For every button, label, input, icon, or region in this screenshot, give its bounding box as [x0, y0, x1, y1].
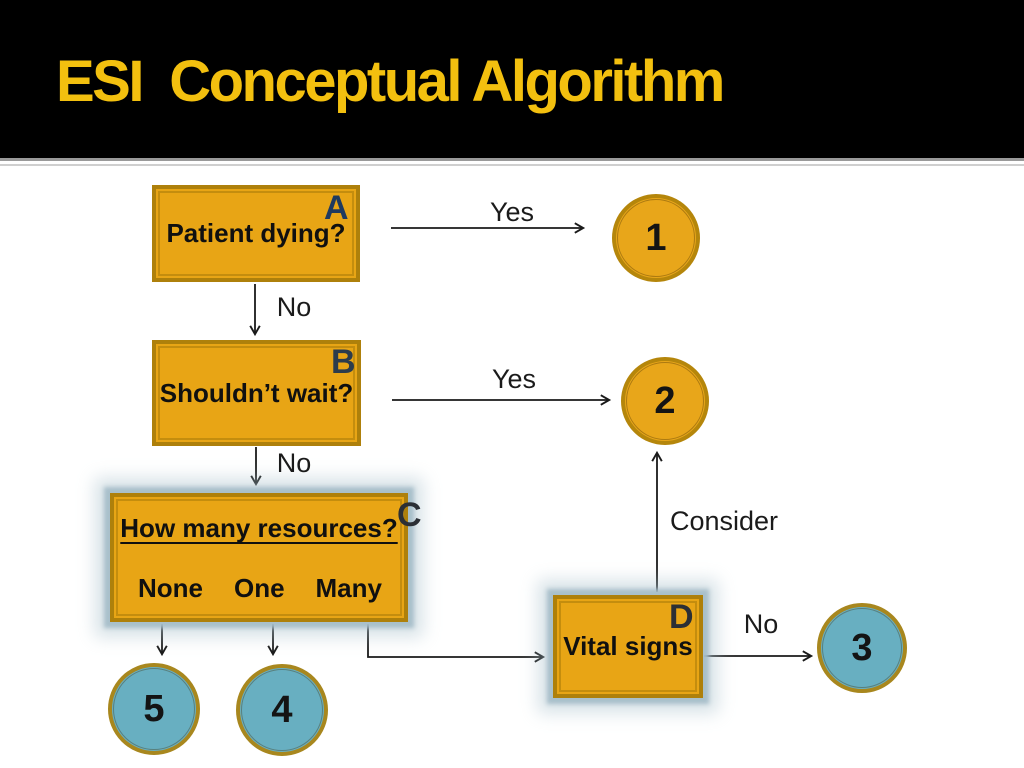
box-c-letter: C: [397, 496, 422, 534]
option-many: Many: [315, 573, 382, 603]
header-divider: [0, 158, 1024, 166]
divider-line-light: [0, 164, 1024, 166]
arrow-many: [367, 624, 546, 663]
option-none: None: [138, 573, 203, 603]
box-b-letter: B: [331, 343, 356, 381]
option-one: One: [233, 573, 285, 603]
level-1-circle: 1: [612, 194, 700, 282]
box-b-label: Shouldn’t wait?: [159, 377, 354, 408]
box-c-options: None One Many: [114, 573, 404, 604]
edge-label-consider: Consider: [669, 506, 779, 536]
page-title: ESI Conceptual Algorithm: [56, 49, 725, 114]
edge-label-d-no: No: [743, 609, 779, 639]
level-3-circle: 3: [817, 603, 907, 693]
edge-label-b-no: No: [276, 448, 312, 478]
box-a-letter: A: [324, 189, 349, 227]
node-box-b-shouldnt-wait: Shouldn’t wait?: [152, 340, 361, 446]
level-4-circle: 4: [236, 664, 328, 756]
box-c-content: How many resources? None One Many: [114, 497, 404, 618]
node-box-d-vital-signs: Vital signs: [553, 595, 703, 698]
divider-line-dark: [0, 158, 1024, 161]
slide-header: ESI Conceptual Algorithm: [0, 0, 1024, 158]
divider-gap: [0, 161, 1024, 164]
box-d-label: Vital signs: [563, 631, 693, 661]
edge-label-a-yes: Yes: [489, 197, 535, 227]
box-a-label: Patient dying?: [166, 218, 346, 248]
level-5-circle: 5: [108, 663, 200, 755]
box-d-letter: D: [669, 598, 694, 636]
box-c-title: How many resources?: [120, 513, 398, 543]
edge-label-b-yes: Yes: [491, 364, 537, 394]
level-2-circle: 2: [621, 357, 709, 445]
node-box-a-patient-dying: Patient dying?: [152, 185, 360, 282]
edge-label-a-no: No: [276, 292, 312, 322]
node-box-c-resources: How many resources? None One Many: [110, 493, 408, 622]
